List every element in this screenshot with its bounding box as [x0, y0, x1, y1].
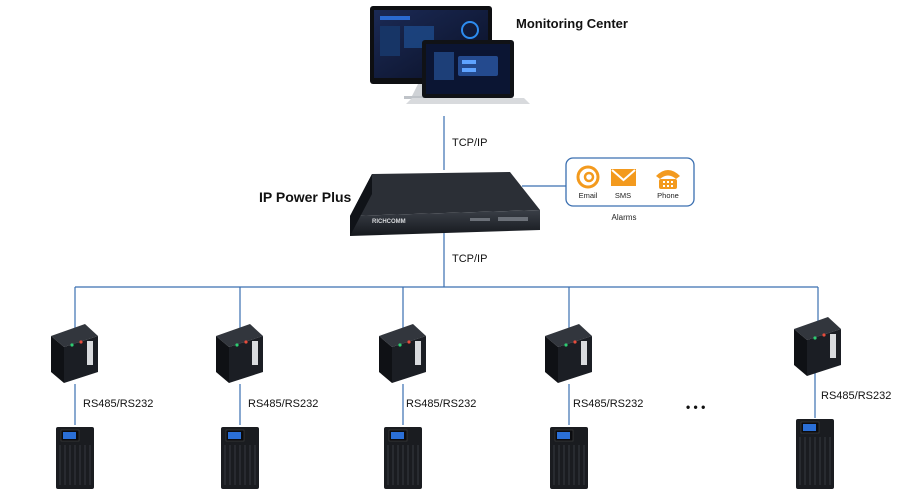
monitoring-module-5	[794, 317, 841, 376]
ups-unit-2	[221, 427, 259, 489]
ups-unit-4	[550, 427, 588, 489]
phone-icon	[656, 170, 680, 189]
alarm-phone-label: Phone	[657, 191, 679, 200]
alarm-sms-label: SMS	[615, 191, 631, 200]
ip-power-plus-label: IP Power Plus	[259, 189, 352, 205]
top-link-label: TCP/IP	[452, 137, 487, 149]
email-icon	[576, 165, 600, 189]
ups-group	[56, 419, 834, 489]
serial-label-3: RS485/RS232	[406, 398, 476, 410]
monitoring-module-3	[379, 324, 426, 383]
controller-group	[51, 317, 841, 383]
ups-unit-5	[796, 419, 834, 489]
ups-unit-1	[56, 427, 94, 489]
ellipsis-more-devices: • • •	[686, 400, 705, 414]
serial-label-1: RS485/RS232	[83, 398, 153, 410]
monitoring-module-1	[51, 324, 98, 383]
serial-label-4: RS485/RS232	[573, 398, 643, 410]
monitoring-module-4	[545, 324, 592, 383]
monitoring-module-2	[216, 324, 263, 383]
alarm-email-label: Email	[579, 191, 598, 200]
ip-power-plus-device	[350, 172, 540, 236]
monitoring-center-devices	[370, 6, 530, 104]
monitoring-center-label: Monitoring Center	[516, 16, 628, 31]
connection-lines	[74, 116, 819, 425]
sms-icon	[611, 169, 636, 186]
ups-unit-3	[384, 427, 422, 489]
serial-label-5: RS485/RS232	[821, 390, 891, 402]
alarms-panel	[565, 157, 695, 207]
bottom-link-label: TCP/IP	[452, 253, 487, 265]
serial-label-2: RS485/RS232	[248, 398, 318, 410]
alarms-caption: Alarms	[612, 213, 637, 222]
brand-logo-text: RICHCOMM	[372, 219, 406, 225]
laptop	[406, 40, 530, 104]
